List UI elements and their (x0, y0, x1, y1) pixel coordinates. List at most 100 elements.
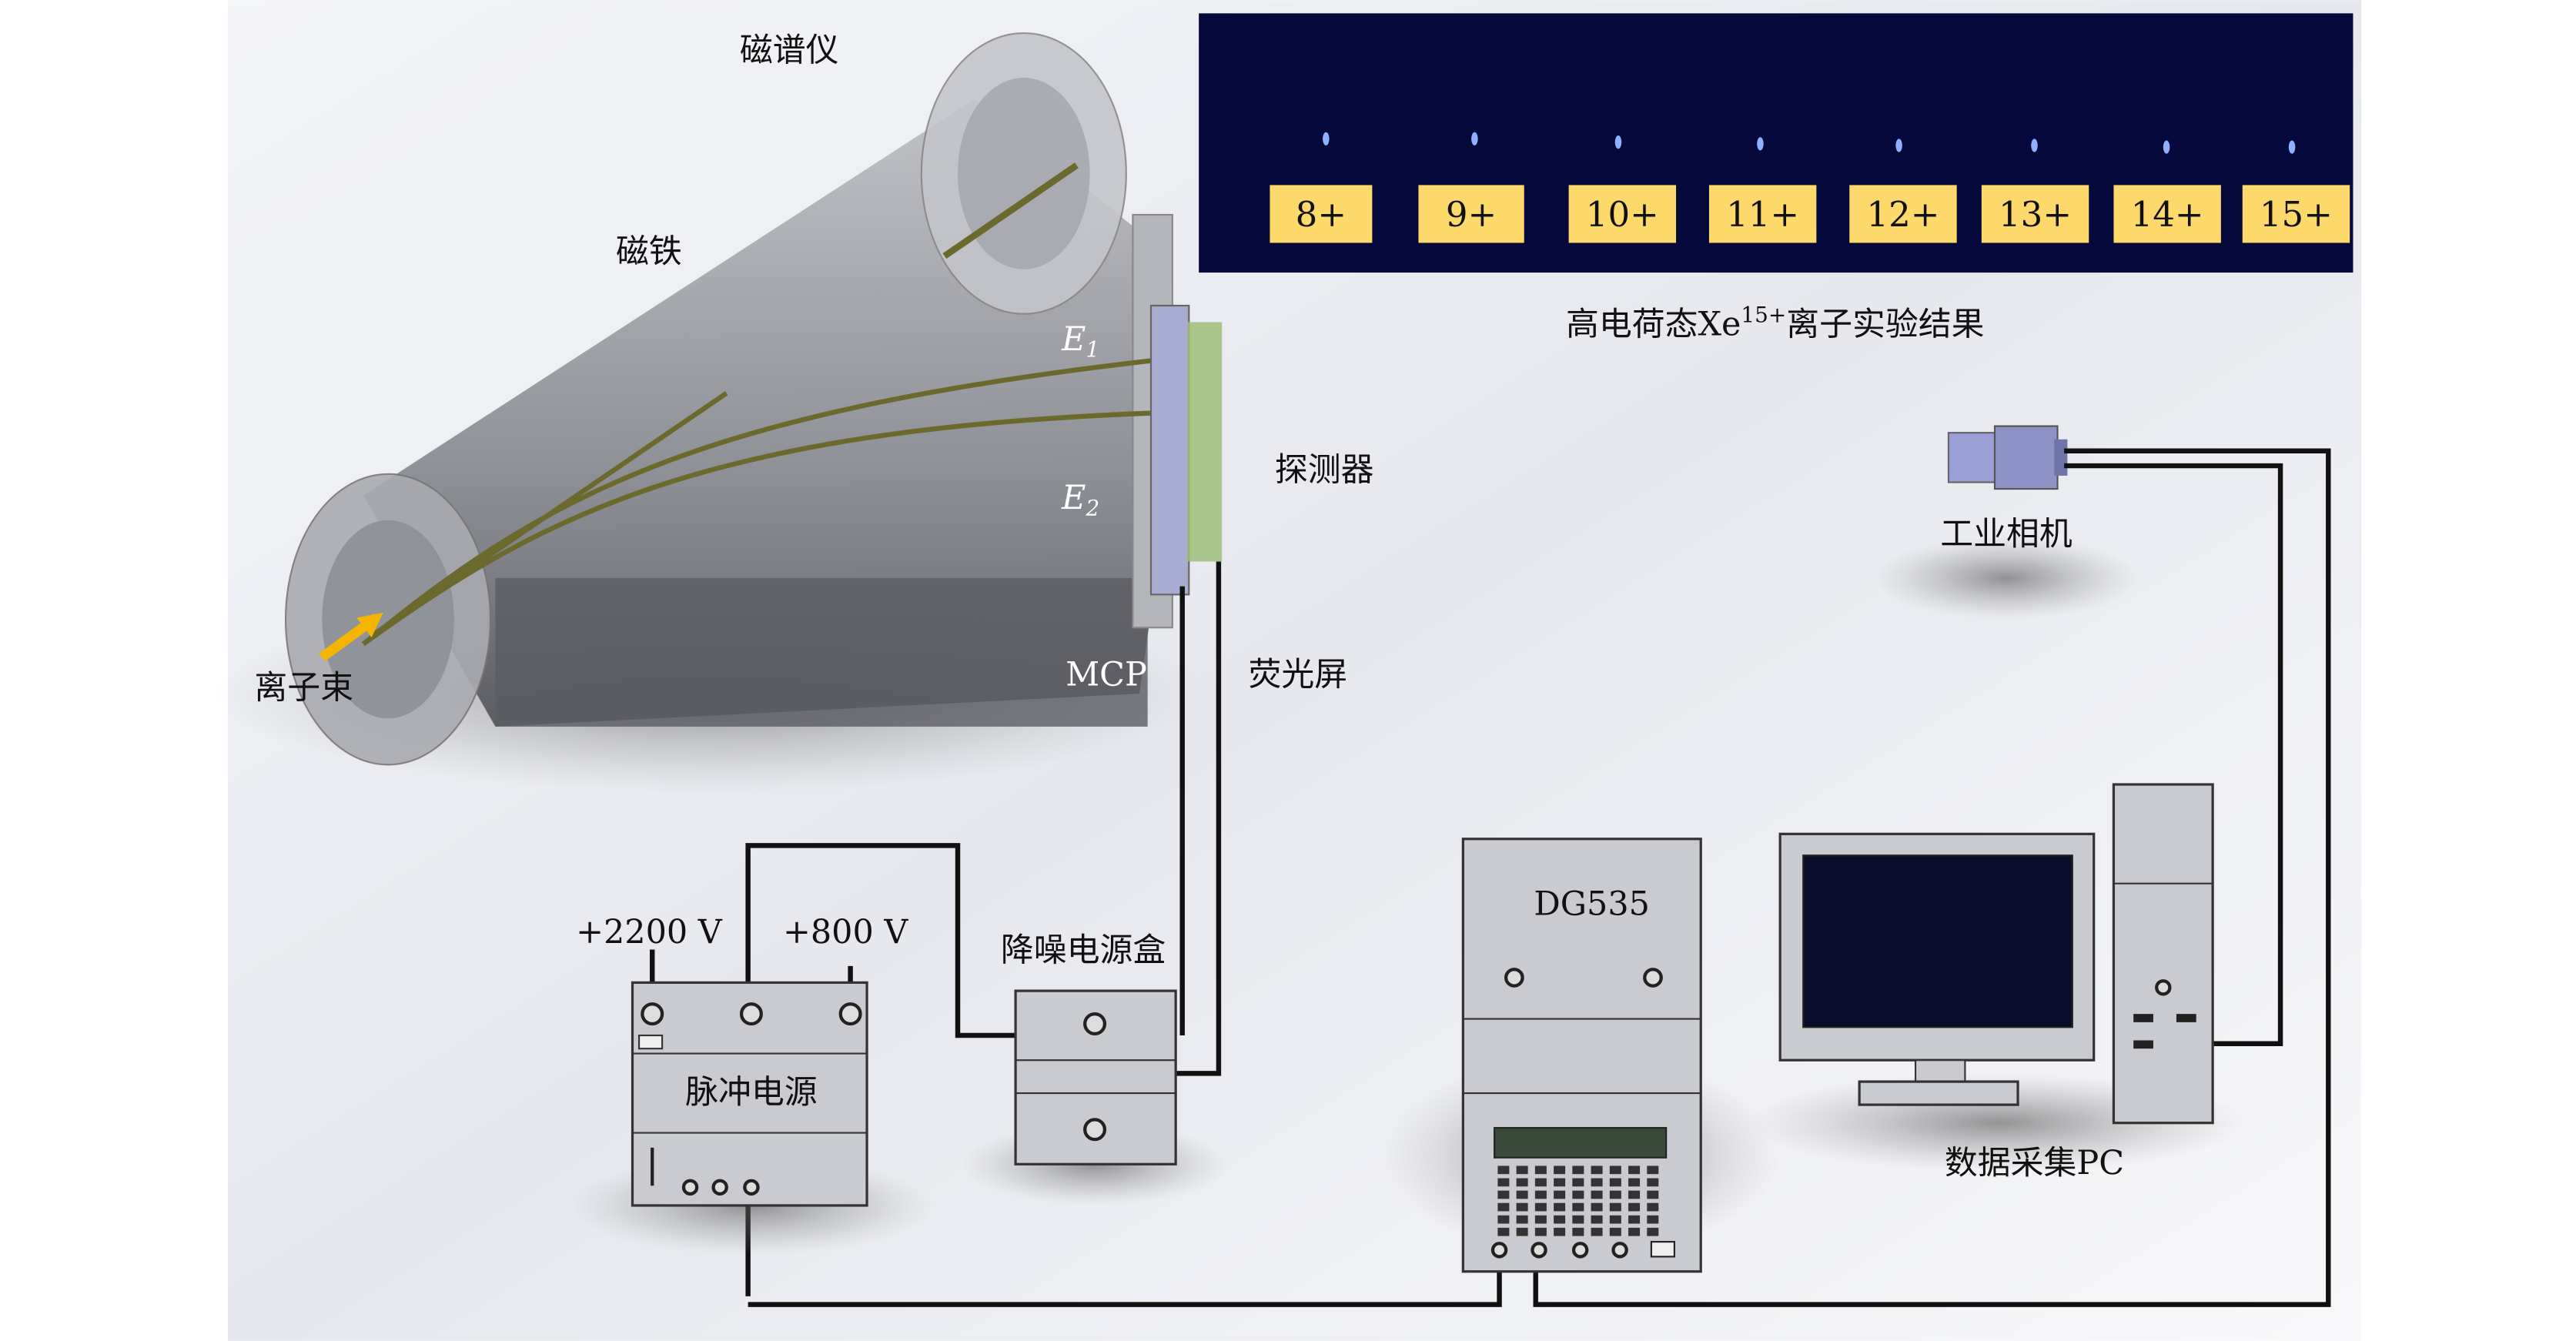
keypad-key (1609, 1215, 1621, 1224)
keypad-key (1628, 1178, 1641, 1187)
dg535-display (1494, 1127, 1668, 1159)
noise-box-label: 降噪电源盒 (1001, 931, 1166, 969)
keypad-key (1591, 1165, 1603, 1175)
charge-state-tag: 10+ (1568, 185, 1677, 243)
charge-state-label: 10+ (1586, 194, 1659, 235)
keypad-key (1647, 1178, 1659, 1187)
keypad-key (1647, 1215, 1659, 1224)
keypad-key (1534, 1190, 1547, 1199)
keypad-key (1591, 1227, 1603, 1236)
keypad-key (1628, 1227, 1641, 1236)
magnetic-spectrometer (214, 32, 1223, 793)
ion-spot (2031, 139, 2038, 152)
magnet-label: 磁铁 (616, 232, 682, 271)
keypad-key (1647, 1202, 1659, 1212)
charge-state-tag: 12+ (1849, 185, 1957, 243)
charge-state-tag: 15+ (2242, 185, 2350, 243)
ion-spot (1757, 137, 1764, 151)
pulse-power-supply (569, 981, 933, 1256)
keypad-key (1554, 1202, 1566, 1212)
ion-beam-label: 离子束 (254, 668, 353, 707)
dg535-label: DG535 (1534, 885, 1649, 923)
keypad-key (1516, 1190, 1528, 1199)
charge-state-label: 15+ (2260, 194, 2333, 235)
keypad-key (1572, 1190, 1584, 1199)
keypad-key (1591, 1178, 1603, 1187)
monitor-screen (1802, 854, 2073, 1028)
industrial-camera (1874, 425, 2139, 620)
keypad-key (1609, 1227, 1621, 1236)
keypad-key (1572, 1165, 1584, 1175)
keypad-key (1554, 1227, 1566, 1236)
keypad-key (1647, 1165, 1659, 1175)
charge-state-label: 12+ (1866, 194, 1939, 235)
keypad-key (1628, 1190, 1641, 1199)
keypad-key (1609, 1202, 1621, 1212)
mcp-plate (1149, 304, 1190, 596)
keypad-key (1572, 1178, 1584, 1187)
keypad-key (1572, 1215, 1584, 1224)
keypad-key (1516, 1178, 1528, 1187)
ion-spot (1323, 132, 1330, 145)
dg535-delay-generator (1383, 838, 1781, 1273)
detector-label: 探测器 (1275, 450, 1374, 489)
data-acquisition-pc (1750, 783, 2246, 1173)
keypad-key (1497, 1178, 1510, 1187)
keypad-key (1572, 1227, 1584, 1236)
keypad-key (1497, 1165, 1510, 1175)
keypad-key (1497, 1227, 1510, 1236)
keypad-key (1609, 1190, 1621, 1199)
ion-spot (2288, 140, 2296, 154)
keypad-key (1647, 1190, 1659, 1199)
keypad-key (1554, 1215, 1566, 1224)
keypad-key (1534, 1202, 1547, 1212)
keypad-key (1516, 1165, 1528, 1175)
keypad-key (1628, 1215, 1641, 1224)
spectrum-image: 8+ 9+ 10+ 11+ 12+ 13+ 14+ 15+ (1199, 13, 2354, 273)
keypad-key (1534, 1178, 1547, 1187)
charge-state-label: 8+ (1296, 194, 1347, 235)
keypad-key (1516, 1215, 1528, 1224)
phosphor-screen-label: 荧光屏 (1249, 655, 1348, 694)
charge-state-tag: 11+ (1708, 185, 1817, 243)
pulse-supply-label: 脉冲电源 (685, 1073, 818, 1112)
charge-state-label: 9+ (1446, 194, 1497, 235)
voltage-2200-label: +2200 V (576, 913, 723, 951)
keypad-key (1628, 1202, 1641, 1212)
keypad-key (1516, 1202, 1528, 1212)
keypad-key (1534, 1165, 1547, 1175)
keypad-key (1497, 1215, 1510, 1224)
keypad-key (1554, 1178, 1566, 1187)
keypad-key (1497, 1202, 1510, 1212)
pc-label: 数据采集PC (1945, 1144, 2124, 1182)
ion-spot (1614, 135, 1622, 149)
keypad-key (1554, 1190, 1566, 1199)
charge-state-tag: 13+ (1981, 185, 2089, 243)
spectrometer-label: 磁谱仪 (740, 32, 839, 70)
charge-state-label: 11+ (1726, 194, 1799, 235)
ion-spot (1471, 132, 1478, 145)
ion-spot (1895, 139, 1902, 152)
e1-label: E1 (1061, 320, 1099, 363)
keypad-key (1534, 1227, 1547, 1236)
spectrum-caption: 高电荷态Xe15+离子实验结果 (1566, 302, 1984, 343)
charge-state-tag: 14+ (2113, 185, 2221, 243)
charge-state-tag: 8+ (1270, 185, 1373, 243)
keypad-key (1591, 1190, 1603, 1199)
keypad-key (1572, 1202, 1584, 1212)
charge-state-label: 14+ (2131, 194, 2204, 235)
keypad-key (1554, 1165, 1566, 1175)
keypad-key (1609, 1165, 1621, 1175)
charge-state-label: 13+ (1999, 194, 2072, 235)
keypad-key (1516, 1227, 1528, 1236)
keypad-key (1647, 1227, 1659, 1236)
keypad-key (1497, 1190, 1510, 1199)
keypad-key (1534, 1215, 1547, 1224)
mcp-label: MCP (1066, 655, 1147, 694)
keypad-key (1609, 1178, 1621, 1187)
phosphor-screen (1187, 322, 1223, 562)
keypad-key (1628, 1165, 1641, 1175)
charge-state-tag: 9+ (1418, 185, 1524, 243)
